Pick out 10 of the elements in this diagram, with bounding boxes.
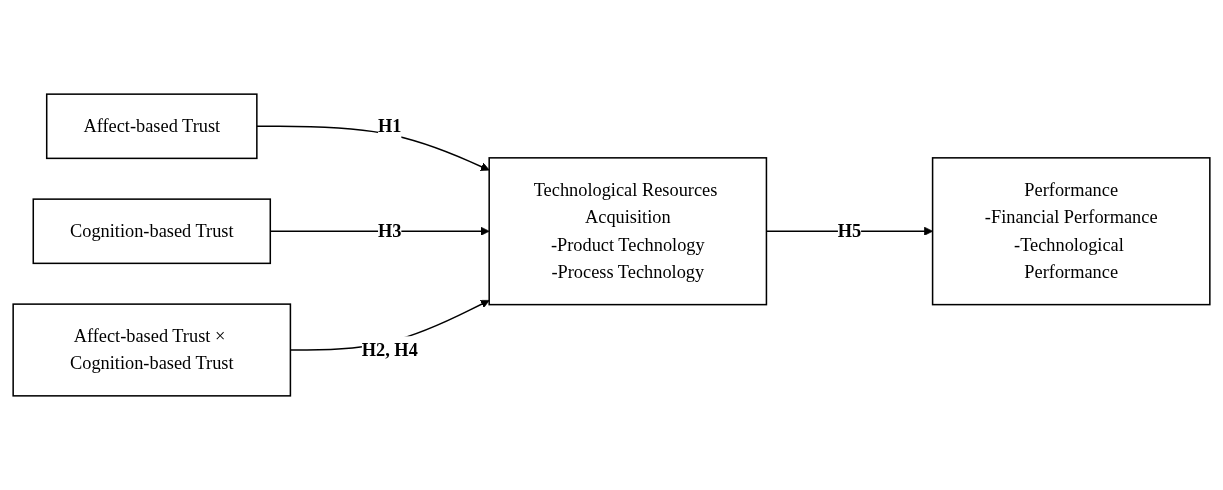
node-box: Performance -Financial Performance -Technological Performance <box>931 157 1211 306</box>
edge-label: H1 <box>378 115 402 136</box>
edge-label: H3 <box>378 220 402 241</box>
edge-label: H2, H4 <box>361 339 418 360</box>
node-box: Affect-based Trust <box>45 93 258 160</box>
node-box: Cognition-based Trust <box>32 198 272 265</box>
arrow <box>256 125 490 171</box>
edge-label: H5 <box>837 220 862 241</box>
node-box: Affect-based Trust × Cognition-based Trust <box>12 303 292 397</box>
node-box: Technological Resources Acquisition -Product Technology -Process Technology <box>488 157 768 306</box>
